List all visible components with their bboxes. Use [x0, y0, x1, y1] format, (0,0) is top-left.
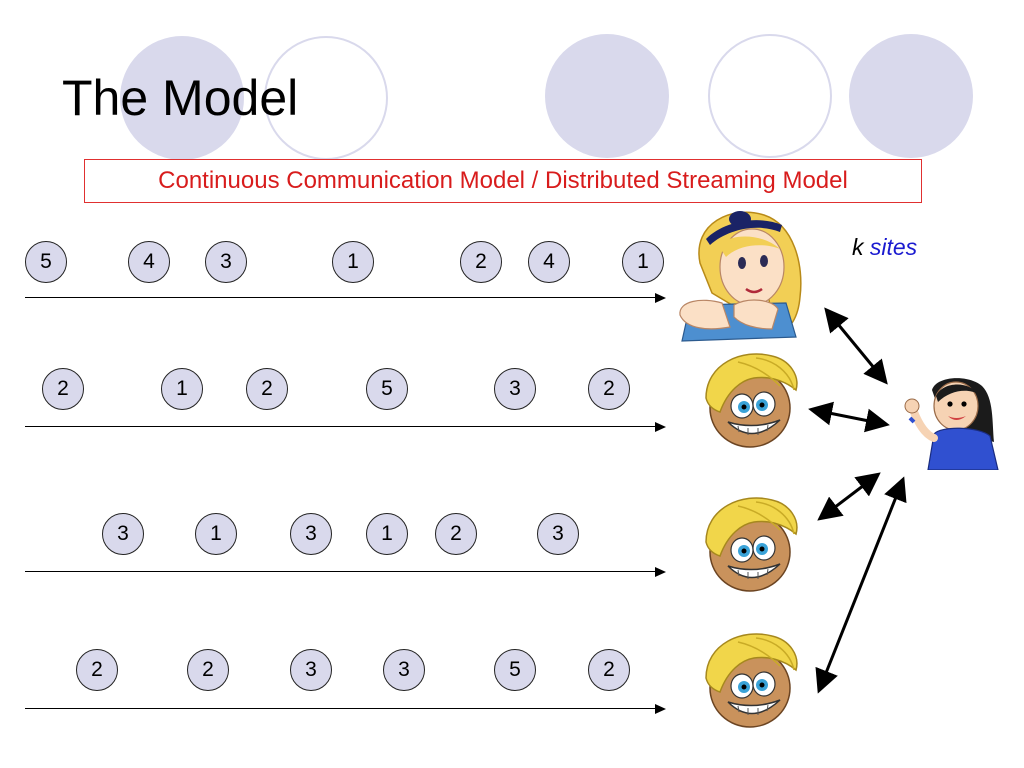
- stream-arrow-line: [25, 297, 655, 298]
- stream-arrowhead: [655, 567, 666, 577]
- stream-token: 3: [290, 649, 332, 691]
- site2-coordinator-arrow: [808, 401, 890, 433]
- stream-token: 3: [102, 513, 144, 555]
- slide-title: The Model: [62, 70, 299, 126]
- stream-token: 3: [205, 241, 247, 283]
- stream-token: 2: [246, 368, 288, 410]
- site1-coordinator-arrow: [824, 307, 888, 385]
- stream-token: 1: [332, 241, 374, 283]
- sites-word: sites: [869, 234, 918, 260]
- model-subtitle: Continuous Communication Model / Distrib…: [84, 159, 922, 203]
- stream-arrow-line: [25, 571, 655, 572]
- k-sites-label: k sites: [852, 234, 917, 261]
- stream-token: 2: [460, 241, 502, 283]
- stream-token: 3: [537, 513, 579, 555]
- stream-token: 1: [195, 513, 237, 555]
- girl-with-headband-icon: [679, 211, 802, 342]
- stream-token: 2: [435, 513, 477, 555]
- stream-token: 2: [588, 368, 630, 410]
- decorative-ring: [708, 34, 832, 158]
- stream-arrowhead: [655, 293, 666, 303]
- stream-arrowhead: [655, 704, 666, 714]
- stream-token: 1: [622, 241, 664, 283]
- stream-token: 4: [528, 241, 570, 283]
- stream-token: 4: [128, 241, 170, 283]
- stream-token: 2: [76, 649, 118, 691]
- stream-token: 2: [42, 368, 84, 410]
- site3-coordinator-arrow: [817, 472, 881, 521]
- stream-token: 5: [25, 241, 67, 283]
- stream-arrowhead: [655, 422, 666, 432]
- decorative-circle: [120, 36, 244, 160]
- decorative-circle: [545, 34, 669, 158]
- stream-token: 3: [290, 513, 332, 555]
- stream-token: 2: [187, 649, 229, 691]
- stream-token: 2: [588, 649, 630, 691]
- stream-token: 1: [161, 368, 203, 410]
- decorative-circle: [849, 34, 973, 158]
- stream-arrow-line: [25, 426, 655, 427]
- stream-token: 3: [494, 368, 536, 410]
- stream-token: 3: [383, 649, 425, 691]
- blond-smiling-face-icon: [705, 353, 798, 448]
- blond-smiling-face-icon: [705, 497, 798, 592]
- site4-coordinator-arrow: [815, 476, 907, 694]
- blond-smiling-face-icon: [705, 633, 798, 728]
- stream-arrow-line: [25, 708, 655, 709]
- waving-girl-icon: [904, 378, 999, 470]
- k-variable: k: [852, 234, 864, 260]
- stream-token: 1: [366, 513, 408, 555]
- stream-token: 5: [494, 649, 536, 691]
- stream-token: 5: [366, 368, 408, 410]
